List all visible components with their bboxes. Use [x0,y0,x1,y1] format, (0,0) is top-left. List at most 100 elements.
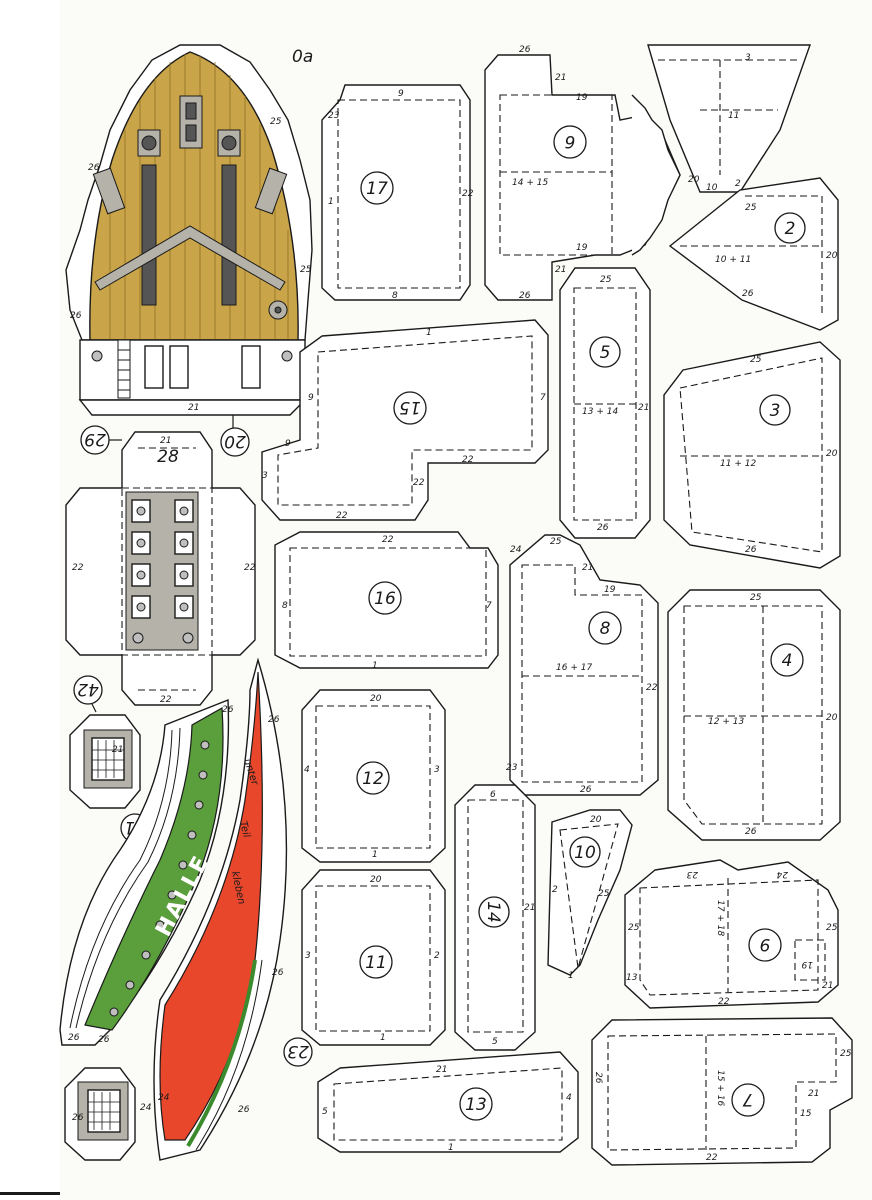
fold-label: 22 [462,189,474,199]
part-number: 29 [84,429,106,449]
part-number: 7 [742,1089,753,1109]
crop-mark [0,1192,60,1195]
fold-label: 20 [826,713,838,723]
fold-label: 22 [462,455,474,465]
fold-label: 12 + 13 [708,717,744,727]
part-number: 10 [574,843,596,863]
fold-label: 4 [304,765,310,775]
fold-label: 22 [718,997,730,1007]
fold-label: 26 [238,1105,250,1115]
deck-piece: 26 25 25 26 21 [65,44,313,416]
fold-label: 13 [626,973,638,983]
fold-label: 19 [604,585,616,595]
fold-label: 21 [555,73,566,83]
hull-portholes [109,740,210,1017]
fold-label: 8 [282,601,288,611]
fold-label: 17 + 18 [715,900,725,936]
fold-label: 26 [68,1033,80,1043]
part-4: 4 12 + 13 25 20 26 [667,589,841,841]
fold-label: 25 [300,265,312,275]
fold-label: 14 + 15 [512,178,548,188]
fold-label: 13 + 14 [582,407,618,417]
part-7: 7 15 + 16 26 25 21 15 22 [591,1017,853,1166]
part-3: 3 11 + 12 25 20 26 [663,341,841,569]
fold-label: 20 [370,875,382,885]
fold-label: 24 [158,1093,170,1103]
fold-label: 10 + 11 [715,255,751,265]
part-number: 17 [366,179,388,199]
callout-20: 20 [220,415,250,457]
paper-margin [0,0,60,1200]
fold-label: 24 [510,545,522,555]
part-5: 5 13 + 14 25 21 26 [559,267,651,539]
fold-label: 22 [413,478,425,488]
porthole [91,350,103,362]
fold-label: 3 [262,471,268,481]
fold-label: 20 [826,449,838,459]
part-left-block: 28 22 22 22 21 [65,431,256,706]
fold-label: 7 [486,601,492,611]
part-number: 5 [600,343,611,363]
fold-label: 1 [380,1033,386,1043]
fold-label: 3 [305,951,311,961]
fold-label: 2 [552,885,558,895]
part-number: 15 [399,397,421,417]
fold-label: 2 [434,951,440,961]
fold-label: 3 [745,53,751,63]
fold-label: 26 [745,545,757,555]
part-number: 11 [365,953,387,973]
fold-label: 21 [436,1065,447,1075]
fold-label: 21 [524,903,535,913]
part-15: 15 1 9 7 9 3 22 22 22 [261,319,549,521]
fold-label: 25 [550,537,562,547]
fold-label: 26 [519,291,531,301]
fold-label: 4 [566,1093,572,1103]
fold-label: 25 [600,275,612,285]
fold-label: 8 [392,291,398,301]
door [241,345,261,389]
part-number: 23 [287,1041,309,1061]
fold-label: 22 [72,563,84,573]
part-number: 6 [564,131,575,151]
fold-label: 26 [593,1072,603,1084]
fold-label: 26 [72,1113,84,1123]
vent-cutout-bottom [64,1067,136,1161]
part-12: 12 20 4 3 1 [301,689,446,863]
fold-label: 22 [382,535,394,545]
fold-label: 26 [597,523,609,533]
fold-label: 26 [272,968,284,978]
derrick-post-right [221,164,237,306]
fold-label: 23 [686,869,698,879]
part-number: 4 [782,651,793,671]
hull-side-piece: HALLE 26 26 21 26 26 24 [59,698,234,1123]
fold-label: 21 [808,1089,819,1099]
fold-label: 2 [735,179,741,189]
fold-label: 11 + 12 [720,459,756,469]
part-10: 10 20 2 25 1 [547,809,633,981]
fold-label: 26 [268,715,280,725]
corner-mark: 0a [292,47,313,67]
fold-label: 1 [448,1143,454,1153]
fold-label: 16 + 17 [556,663,592,673]
fold-label: 15 + 16 [715,1070,725,1106]
fold-label: 26 [70,311,82,321]
fold-label: 1 [372,661,378,671]
fold-label: 19 [576,243,588,253]
callout-23: 23 [283,1037,313,1067]
fold-label: 22 [160,695,172,705]
fold-label: 26 [742,289,754,299]
part-number: 13 [465,1095,487,1115]
fold-label: 25 [270,117,282,127]
part-17: 17 9 23 22 1 8 [321,84,474,301]
deck-front-wall [79,339,306,401]
part-9-bottom: 9 23 24 17 + 18 25 19 22 21 25 13 [624,859,839,1009]
derrick-boom [94,225,286,291]
fold-label: 26 [98,1035,110,1045]
fold-label: 1 [372,850,378,860]
part-6-top: 6 14 + 15 19 19 21 21 26 26 [484,45,681,301]
part-16: 16 22 8 7 1 [274,531,499,671]
fold-label: 20 [688,175,700,185]
fold-label: 7 [540,393,546,403]
ladder [117,339,131,399]
